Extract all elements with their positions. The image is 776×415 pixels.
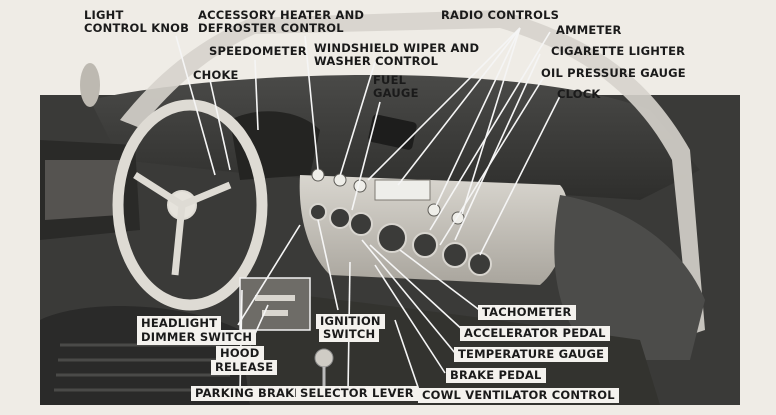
label-ignition-switch-line2: SWITCH bbox=[319, 327, 380, 342]
selector-knob bbox=[314, 348, 334, 368]
label-hood-release-line1: HOOD bbox=[216, 346, 264, 361]
leader-lines bbox=[175, 27, 561, 394]
label-fuel-gauge-line1: FUEL bbox=[373, 73, 407, 87]
label-radio-controls: RADIO CONTROLS bbox=[441, 8, 560, 22]
label-tachometer: TACHOMETER bbox=[478, 305, 576, 320]
label-light-control-knob-line2: CONTROL KNOB bbox=[84, 21, 190, 35]
top-knob-row bbox=[311, 168, 465, 225]
label-cowl-ventilator-control: COWL VENTILATOR CONTROL bbox=[418, 388, 619, 403]
side-mirror bbox=[80, 63, 100, 107]
label-accessory-heater-line1: ACCESSORY HEATER AND bbox=[198, 8, 365, 22]
label-oil-pressure-gauge: OIL PRESSURE GAUGE bbox=[541, 66, 686, 80]
gauge-row bbox=[309, 203, 492, 276]
label-headlight-dimmer-line2: DIMMER SWITCH bbox=[137, 330, 257, 345]
label-accessory-heater-line2: DEFROSTER CONTROL bbox=[198, 21, 344, 35]
label-selector-lever: SELECTOR LEVER bbox=[296, 386, 418, 401]
label-light-control-knob-line1: LIGHT bbox=[84, 8, 124, 22]
steering-wheel bbox=[112, 99, 268, 311]
label-headlight-dimmer-line1: HEADLIGHT bbox=[137, 316, 222, 331]
label-ammeter: AMMETER bbox=[556, 23, 622, 37]
label-choke: CHOKE bbox=[193, 68, 239, 82]
label-ignition-switch-line1: IGNITION bbox=[316, 314, 385, 329]
door-grille bbox=[45, 160, 120, 220]
rearview-mirror bbox=[368, 114, 417, 150]
label-parking-brake: PARKING BRAKE bbox=[191, 386, 307, 401]
label-brake-pedal: BRAKE PEDAL bbox=[446, 368, 546, 383]
label-hood-release-line2: RELEASE bbox=[211, 360, 278, 375]
label-speedometer: SPEEDOMETER bbox=[209, 44, 307, 58]
seat-pleats bbox=[54, 343, 235, 392]
label-fuel-gauge-line2: GAUGE bbox=[373, 86, 419, 100]
label-accelerator-pedal: ACCELERATOR PEDAL bbox=[460, 326, 610, 341]
label-clock: CLOCK bbox=[557, 87, 601, 101]
label-windshield-wiper-line1: WINDSHIELD WIPER AND bbox=[314, 41, 480, 55]
label-windshield-wiper-line2: WASHER CONTROL bbox=[314, 54, 439, 68]
label-temperature-gauge: TEMPERATURE GAUGE bbox=[454, 347, 609, 362]
radio-unit bbox=[374, 179, 431, 201]
label-cigarette-lighter: CIGARETTE LIGHTER bbox=[551, 44, 686, 58]
center-dash-panel bbox=[299, 175, 569, 285]
right-dash bbox=[554, 195, 705, 360]
